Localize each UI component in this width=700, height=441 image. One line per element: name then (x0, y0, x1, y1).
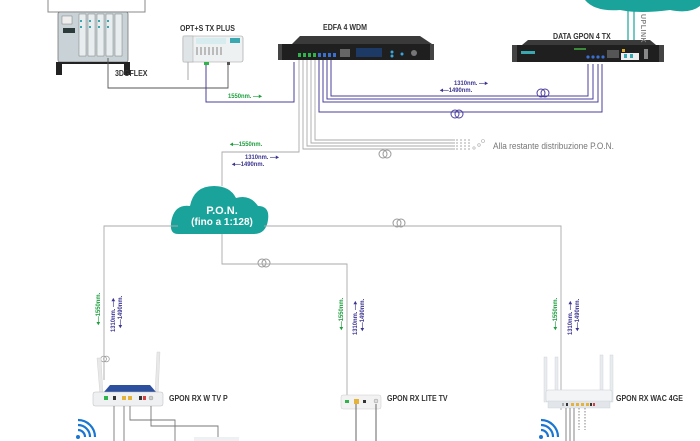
onu-mid-device (340, 394, 382, 410)
onu-left-cables (113, 406, 219, 441)
pon-distribution-fibers (103, 225, 562, 410)
edfa-amplifier (278, 36, 434, 60)
fiber-coil-icon (257, 258, 271, 268)
onu-right-device (543, 354, 614, 409)
uplink-cloud (585, 0, 700, 12)
olt-label: DATA GPON 4 TX (553, 32, 611, 41)
gpon-olt (512, 40, 664, 62)
fiber-coil-icon (450, 109, 464, 119)
edfa-to-pon-fiber (221, 60, 300, 186)
fiber-coil-icon (378, 149, 392, 159)
tx-to-edfa-fiber (205, 62, 295, 103)
onu-left-peripheral (194, 437, 239, 441)
wavelength-1550-label: ◂—1550nm. (230, 141, 263, 148)
wavelength-1490-label: ◂—1490nm. (574, 298, 581, 331)
fiber-coil-icon (100, 355, 110, 363)
wavelength-1490-label: ◂—1490nm. (440, 87, 473, 94)
dashed-fiber-ends (456, 139, 470, 150)
wavelength-1550-label: ◂—1550nm. (95, 292, 102, 325)
wavelength-1310-label: 1310nm. —▸ (245, 154, 279, 161)
optical-transmitter (182, 35, 244, 80)
edfa-pon-fibers (302, 60, 455, 150)
wavelength-1550-label: ◂—1550nm. (552, 297, 559, 330)
wavelength-1310-label: 1310nm. —▸ (454, 80, 488, 87)
onu-right-label: GPON RX WAC 4GE (616, 394, 683, 403)
onu-left-device (92, 351, 164, 407)
edfa-olt-fibers (318, 60, 603, 113)
wavelength-1310-label: 1310nm. —▸ (110, 298, 117, 332)
wavelength-1550-label: ◂—1550nm. (338, 297, 345, 330)
wavelength-1490-label: ◂—1490nm. (359, 298, 366, 331)
headend-chassis (56, 11, 130, 75)
onu-mid-label: GPON RX LITE TV (387, 394, 448, 403)
opt-tx-label: OPT+S TX PLUS (180, 24, 235, 33)
uplink-label: UPLINK (639, 14, 646, 44)
pon-cloud (170, 186, 269, 234)
wifi-icon (76, 418, 97, 439)
wavelength-1310-label: 1310nm. —▸ (352, 301, 359, 335)
edfa-label: EDFA 4 WDM (323, 23, 367, 32)
pon-distribution-note: Alla restante distribuzione P.O.N. (493, 141, 614, 151)
pon-cloud-ratio: (fino a 1:128) (191, 217, 253, 228)
rf-cable (107, 58, 229, 89)
onu-mid-cables (355, 404, 377, 441)
wifi-icon (539, 418, 560, 439)
wavelength-1490-label: ◂—1490nm. (232, 161, 265, 168)
wavelength-1550-label: 1550nm. —▸ (228, 93, 262, 100)
wavelength-1310-label: 1310nm. —▸ (567, 301, 574, 335)
onu-left-label: GPON RX W TV P (169, 394, 228, 403)
wavelength-1490-label: ◂—1490nm. (117, 295, 124, 328)
pon-cloud-title: P.O.N. (206, 205, 238, 217)
headend-label: 3DGFLEX (115, 69, 148, 78)
headend-input-cable (47, 0, 146, 13)
onu-right-cables (565, 408, 586, 441)
